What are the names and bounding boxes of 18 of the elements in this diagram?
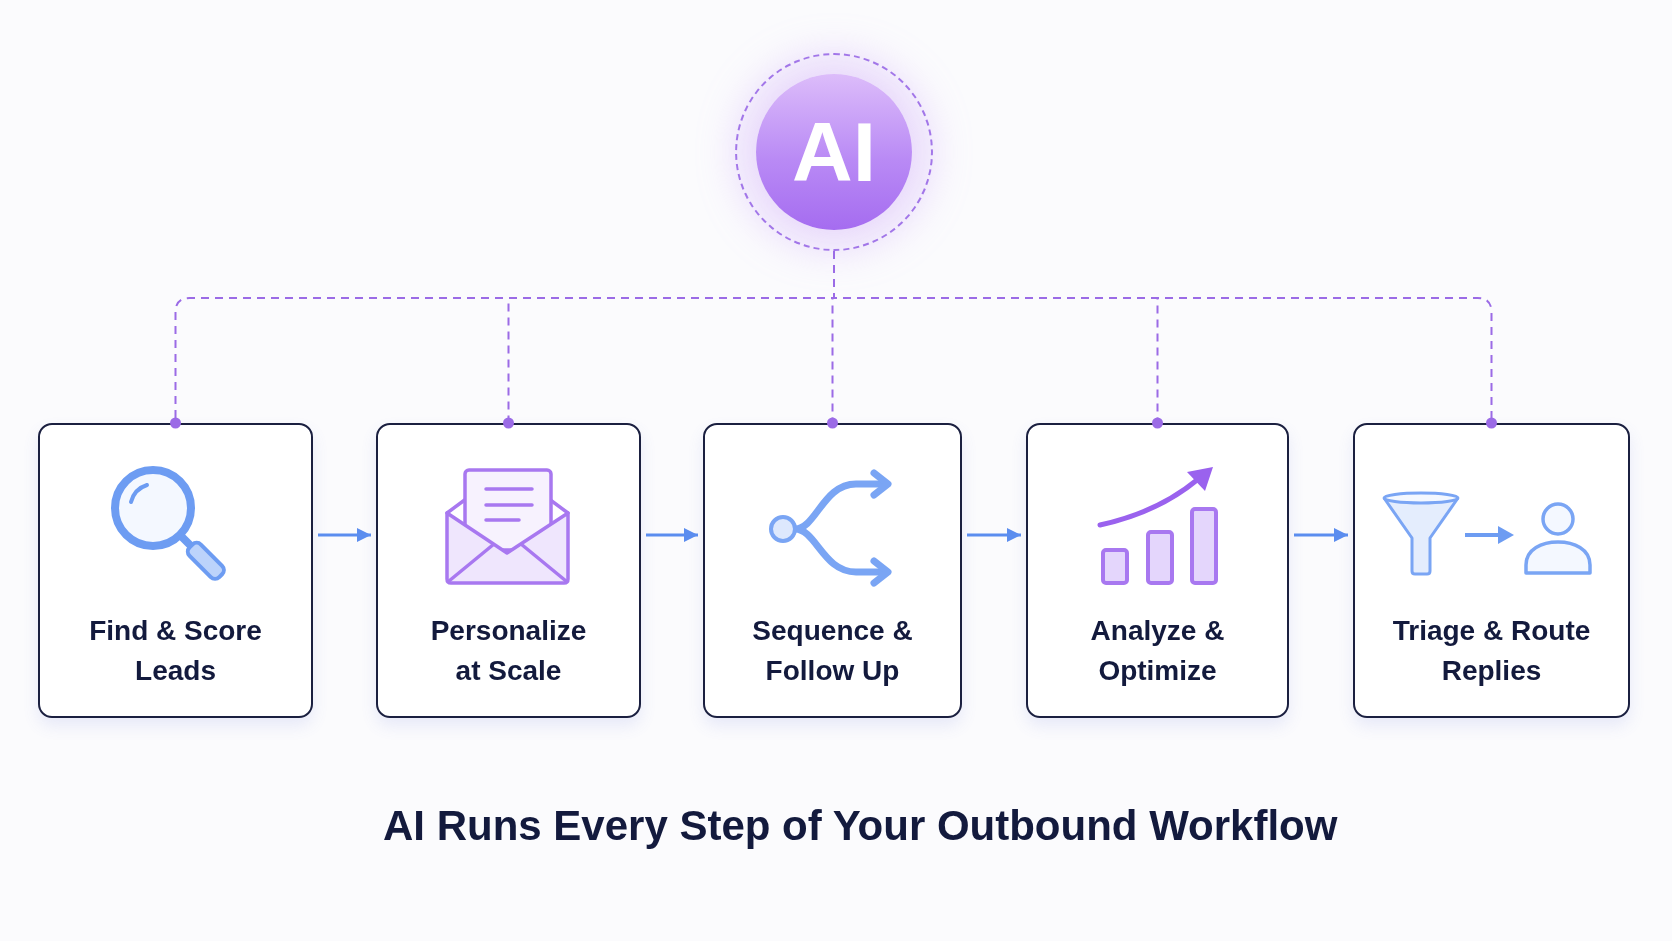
step-card (376, 423, 641, 718)
arrow (1294, 528, 1348, 542)
arrow (646, 528, 698, 542)
step-label: Sequence & Follow Up (751, 614, 914, 688)
step-card (1026, 423, 1289, 718)
title: AI Runs Every Step of Your Outbound Workflow (383, 801, 1338, 851)
dashed-connector (833, 250, 1497, 429)
step-card (38, 423, 313, 718)
step-card (1353, 423, 1630, 718)
arrow (318, 528, 371, 542)
arrow (967, 528, 1021, 542)
step-label: Personalize at Scale (429, 614, 588, 688)
step-label: Find & Score Leads (88, 614, 263, 688)
hub-label: AI (792, 110, 876, 194)
dashed-ring (735, 53, 933, 251)
step-card (703, 423, 962, 718)
step-label: Triage & Route Replies (1391, 614, 1592, 688)
step-label: Analyze & Optimize (1089, 614, 1226, 688)
